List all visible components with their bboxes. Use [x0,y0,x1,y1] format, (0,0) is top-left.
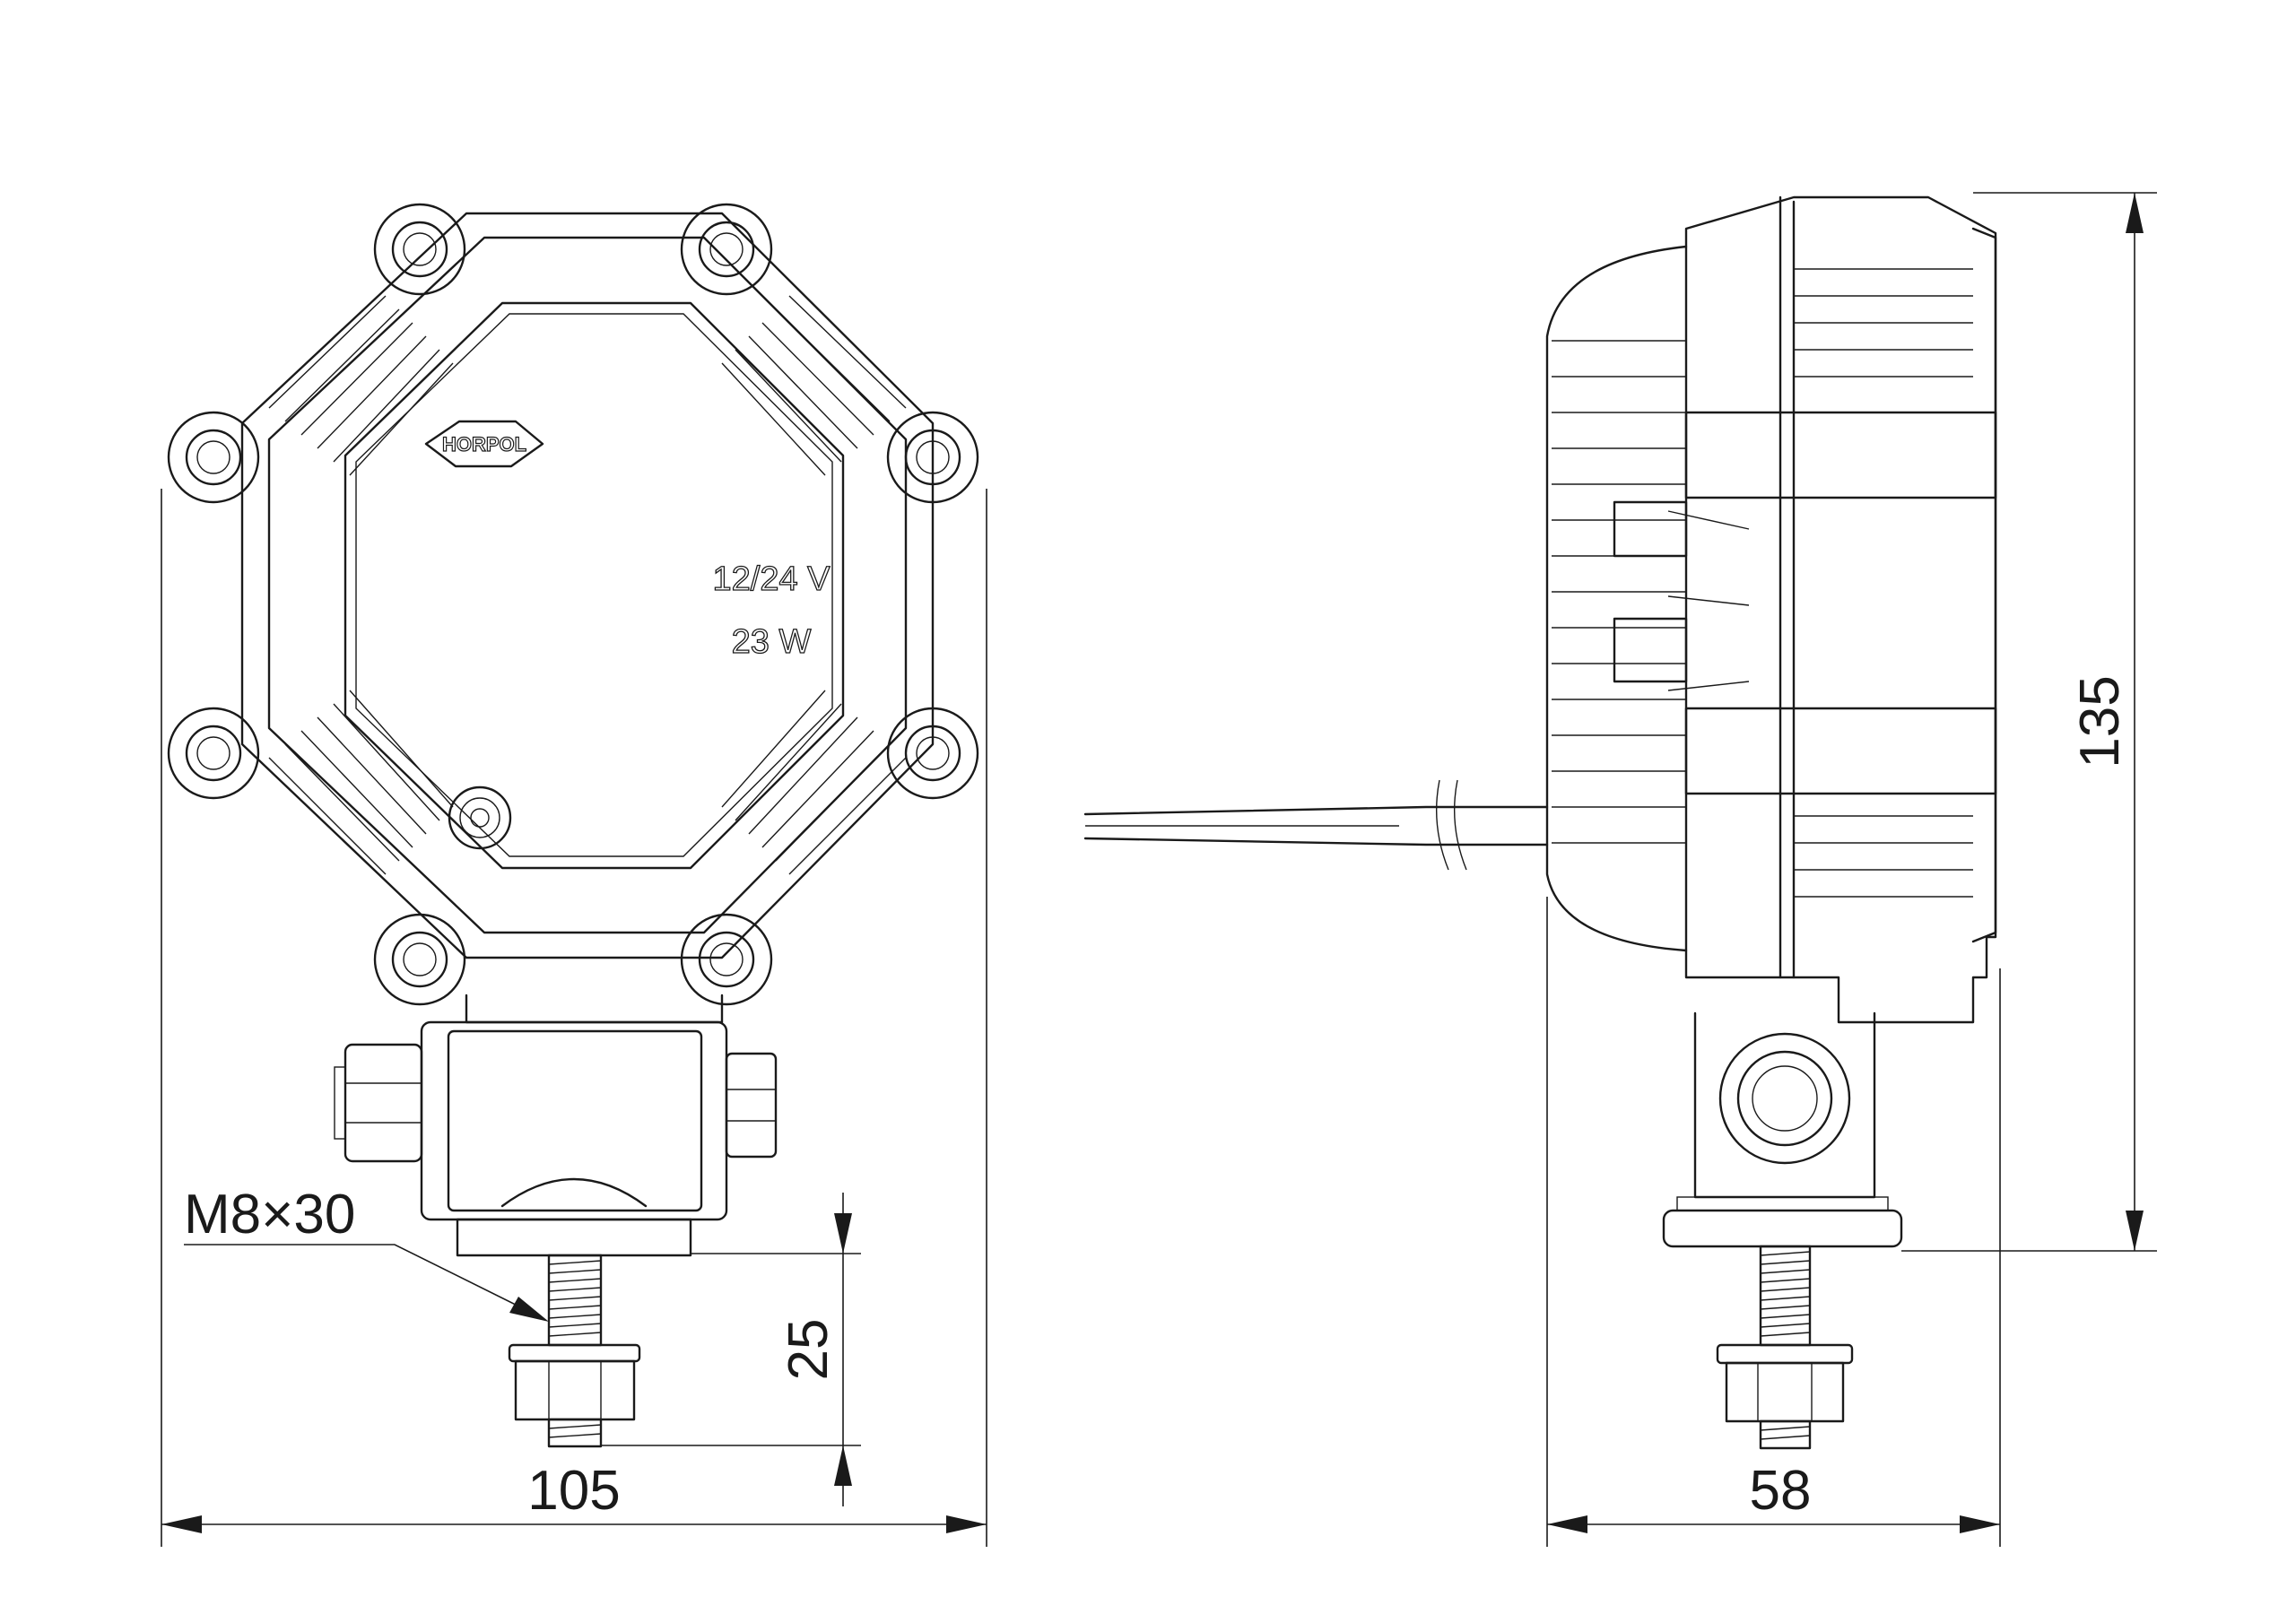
side-view [1083,195,1997,1450]
horpol-logo: HORPOL [424,420,544,468]
approval-mark [448,785,512,850]
bolt-spec-label: M8×30 [184,1184,355,1245]
mounting-bracket [334,994,778,1257]
front-view: HORPOL 12/24 V 23 W [167,203,979,1448]
side-bolt [1716,1245,1854,1450]
side-bracket [1662,1011,1903,1248]
side-housing-outline [1684,195,1997,1024]
voltage-marking: 12/24 V [713,560,831,598]
width-dimension: 105 [527,1460,620,1522]
logo-text: HORPOL [442,433,526,456]
dimension-lines: 105 58 135 25 M8×30 [161,192,2157,1547]
mounting-bolt [508,1254,641,1448]
bolt-length-dimension: 25 [778,1319,839,1381]
mounting-lugs [167,203,979,1006]
power-marking: 23 W [732,623,812,661]
depth-dimension: 58 [1750,1460,1812,1522]
cooling-fins [1545,245,1750,952]
height-dimension: 135 [2069,675,2131,768]
rib-group [268,295,907,875]
lower-clamp [1684,707,1997,795]
cable [1083,779,1549,871]
housing-outer-outline [240,212,935,959]
upper-clamp [1684,411,1997,499]
lens-outline [344,301,845,870]
